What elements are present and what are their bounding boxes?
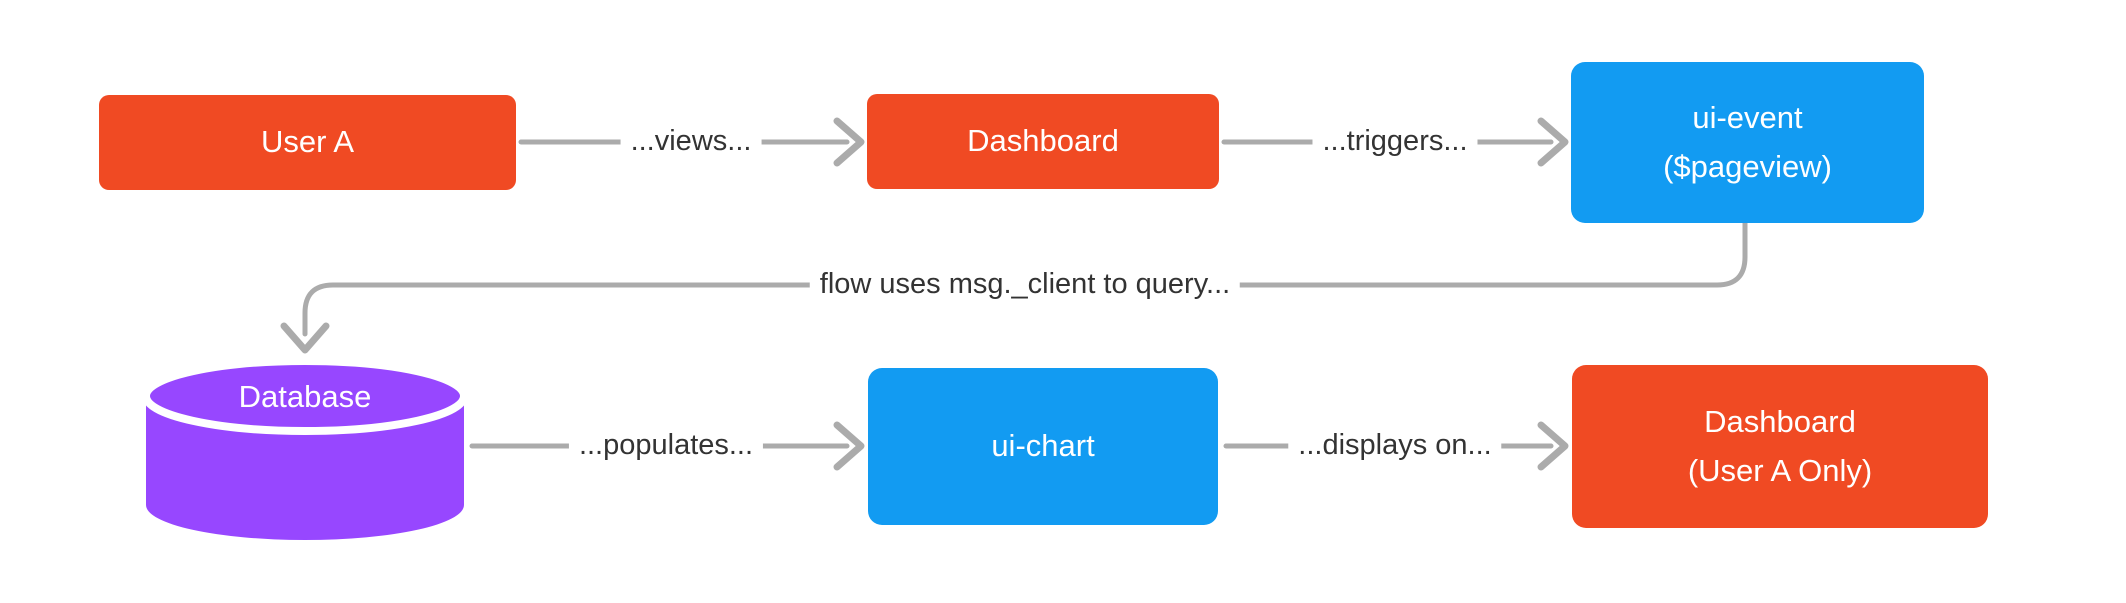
arrowhead-down-icon xyxy=(280,322,330,354)
database-cylinder xyxy=(142,357,468,540)
node-dashboard-user-a: Dashboard (User A Only) xyxy=(1572,365,1988,528)
database-cylinder-body xyxy=(146,396,464,540)
node-ui-event-label-line1: ui-event xyxy=(1692,100,1803,136)
arrowhead-right-icon xyxy=(833,117,865,167)
node-database-label: Database xyxy=(238,379,372,414)
arrowhead-right-icon xyxy=(833,421,865,471)
node-user-a: User A xyxy=(99,95,516,190)
edge-label-query: flow uses msg._client to query... xyxy=(809,267,1241,303)
edge-label-displays: ...displays on... xyxy=(1288,428,1502,464)
node-dashboard: Dashboard xyxy=(867,94,1219,189)
arrowhead-right-icon xyxy=(1537,117,1569,167)
node-ui-chart-label: ui-chart xyxy=(991,428,1095,464)
node-user-a-label: User A xyxy=(260,124,355,160)
node-database-label-wrap: Database xyxy=(146,361,464,433)
node-dashboard-label: Dashboard xyxy=(967,123,1119,159)
edge-label-triggers: ...triggers... xyxy=(1312,124,1478,160)
node-dashboard-user-a-label-line1: Dashboard xyxy=(1704,404,1856,440)
node-ui-chart: ui-chart xyxy=(868,368,1218,525)
edge-label-populates: ...populates... xyxy=(568,428,764,464)
arrowhead-right-icon xyxy=(1537,421,1569,471)
node-ui-event: ui-event ($pageview) xyxy=(1571,62,1924,223)
node-ui-event-label-line2: ($pageview) xyxy=(1663,148,1832,184)
node-dashboard-user-a-label-line2: (User A Only) xyxy=(1687,452,1873,488)
edge-label-views: ...views... xyxy=(620,124,762,160)
database-cylinder-top xyxy=(142,357,468,435)
